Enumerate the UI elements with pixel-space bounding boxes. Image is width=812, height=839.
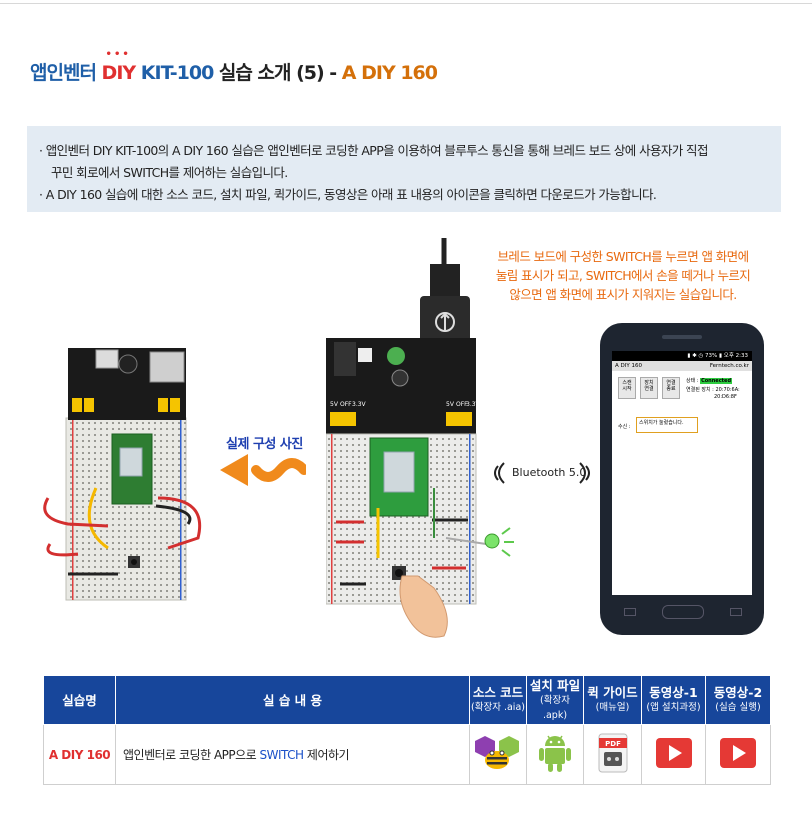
info-box: · 앱인벤터 DIY KIT-100의 A DIY 160 실습은 앱인벤터로 …	[27, 126, 781, 212]
header-guide: 퀵 가이드 (매뉴얼)	[583, 675, 642, 725]
phone-device-l1: 장치	[644, 380, 654, 386]
header-install-sub: (확장자 .apk)	[540, 694, 570, 721]
title-diy-text: DIY	[101, 62, 137, 84]
board-5v-left: 5V	[330, 401, 339, 408]
title-diy: ••• DIY	[101, 49, 137, 84]
appinventor-bee-icon[interactable]	[475, 732, 521, 774]
phone-recv-label: 수신 :	[618, 424, 631, 430]
header-source: 소스 코드 (확장자 .aia)	[469, 675, 527, 725]
real-breadboard-photo	[43, 348, 201, 601]
circuit-diagram: 5V OFF 3.3V 5V OFF 3.3V	[326, 238, 514, 638]
header-video2: 동영상-2 (실습 실행)	[705, 675, 771, 725]
row-content-switch: SWITCH	[259, 748, 305, 762]
board-33v-right: 3.3V	[466, 401, 481, 408]
header-video2-sub: (실습 실행)	[715, 702, 761, 713]
board-off-right: OFF	[456, 401, 468, 408]
phone-connected-label: 연결된 장치 : 20:70:6A:	[686, 387, 740, 393]
title-dots: •••	[105, 49, 131, 60]
bluetooth-left-waves-icon	[494, 462, 505, 484]
phone-state: 상태 : Connected	[686, 377, 733, 384]
phone-recv-box: 스위치가 눌렸습니다.	[636, 417, 698, 433]
phone-state-value: Connected	[700, 378, 733, 384]
info-line-2: 꾸민 회로에서 SWITCH를 제어하는 실습입니다.	[51, 165, 288, 180]
header-video1-sub: (앱 설치과정)	[646, 702, 701, 713]
phone-state-label: 상태 :	[686, 378, 699, 384]
title-appinventor: 앱인벤터	[30, 62, 97, 84]
header-install-label: 설치 파일	[529, 677, 581, 693]
phone-screen: ▮ ✱ ◷ 73% ▮ 오후 2:33 A DIY 160 Ferntech.c…	[612, 351, 752, 595]
phone-status-bar: ▮ ✱ ◷ 73% ▮ 오후 2:33	[612, 351, 752, 361]
header-guide-sub: (매뉴얼)	[595, 702, 630, 713]
phone-connected-label2: 20:D6:8F	[714, 394, 737, 400]
install-file-cell	[526, 724, 584, 785]
header-video1: 동영상-1 (앱 설치과정)	[641, 675, 706, 725]
row-content-pre: 앱인벤터로 코딩한 APP으로	[123, 748, 260, 762]
row-content: 앱인벤터로 코딩한 APP으로 SWITCH 제어하기	[115, 724, 470, 785]
table-header-row: 실습명 실 습 내 용 소스 코드 (확장자 .aia) 설치 파일(확장자 .a…	[43, 675, 771, 725]
info-line-1: · 앱인벤터 DIY KIT-100의 A DIY 160 실습은 앱인벤터로 …	[39, 143, 708, 158]
phone-end-l1: 연결	[666, 380, 676, 386]
smartphone: ▮ ✱ ◷ 73% ▮ 오후 2:33 A DIY 160 Ferntech.c…	[600, 323, 764, 635]
pdf-icon[interactable]: PDF	[596, 732, 630, 774]
table-row: A DIY 160 앱인벤터로 코딩한 APP으로 SWITCH 제어하기	[43, 724, 771, 785]
video-play-icon[interactable]	[719, 737, 757, 769]
header-name: 실습명	[43, 675, 116, 725]
wavy-arrow-icon	[220, 454, 306, 486]
description-line-1: 브레드 보드에 구성한 SWITCH를 누르면 앱 화면에	[497, 249, 750, 264]
header-content: 실 습 내 용	[115, 675, 470, 725]
top-divider	[0, 3, 812, 4]
phone-end-l2: 종료	[666, 386, 676, 392]
row-name: A DIY 160	[43, 724, 116, 785]
bluetooth-right-waves-icon	[579, 462, 590, 484]
phone-app-bar: A DIY 160 Ferntech.co.kr	[612, 361, 752, 371]
phone-scan-l1: 스캔	[622, 380, 632, 386]
android-icon[interactable]	[537, 732, 573, 774]
practice-table: 실습명 실 습 내 용 소스 코드 (확장자 .aia) 설치 파일(확장자 .a…	[43, 675, 771, 785]
pdf-label: PDF	[605, 740, 621, 748]
info-line-3: · A DIY 160 실습에 대한 소스 코드, 설치 파일, 퀵가이드, 동…	[39, 187, 657, 202]
video-play-icon[interactable]	[655, 737, 693, 769]
phone-back-icon[interactable]	[624, 608, 636, 616]
header-video2-label: 동영상-2	[713, 685, 763, 700]
title-diy-number: A DIY 160	[341, 62, 438, 84]
video1-cell	[641, 724, 706, 785]
page-title: 앱인벤터 ••• DIY KIT-100 실습 소개 (5) - A DIY 16…	[30, 49, 438, 85]
title-intro: 실습 소개 (5) -	[218, 62, 337, 84]
description: 브레드 보드에 구성한 SWITCH를 누르면 앱 화면에 눌림 표시가 되고,…	[478, 247, 768, 304]
description-line-3: 않으면 앱 화면에 표시가 지워지는 실습입니다.	[509, 287, 737, 302]
board-5v-right: 5V	[446, 401, 455, 408]
title-kit: KIT-100	[140, 62, 215, 84]
phone-site: Ferntech.co.kr	[709, 363, 749, 369]
phone-device-l2: 연결	[644, 386, 654, 392]
header-guide-label: 퀵 가이드	[587, 685, 638, 700]
description-line-2: 눌림 표시가 되고, SWITCH에서 손을 떼거나 누르지	[495, 268, 751, 283]
board-33v-left: 3.3V	[352, 401, 367, 408]
header-video1-label: 동영상-1	[649, 685, 698, 700]
phone-app-title: A DIY 160	[615, 363, 642, 369]
header-source-sub: (확장자 .aia)	[471, 702, 525, 713]
phone-connected-device: 연결된 장치 : 20:70:6A: 20:D6:8F	[686, 387, 740, 401]
board-off-left: OFF	[340, 401, 352, 408]
header-install: 설치 파일(확장자 .apk)	[526, 675, 584, 725]
row-content-post: 제어하기	[303, 748, 350, 762]
quick-guide-cell: PDF	[583, 724, 642, 785]
source-code-cell	[469, 724, 527, 785]
real-photo-label: 실제 구성 사진	[226, 437, 303, 452]
phone-speaker	[662, 335, 702, 339]
bluetooth-label: Bluetooth 5.0	[512, 466, 587, 479]
phone-home-button[interactable]	[662, 605, 704, 619]
header-source-label: 소스 코드	[472, 685, 524, 700]
phone-scan-l2: 시작	[622, 386, 632, 392]
phone-recent-icon[interactable]	[730, 608, 742, 616]
video2-cell	[705, 724, 771, 785]
